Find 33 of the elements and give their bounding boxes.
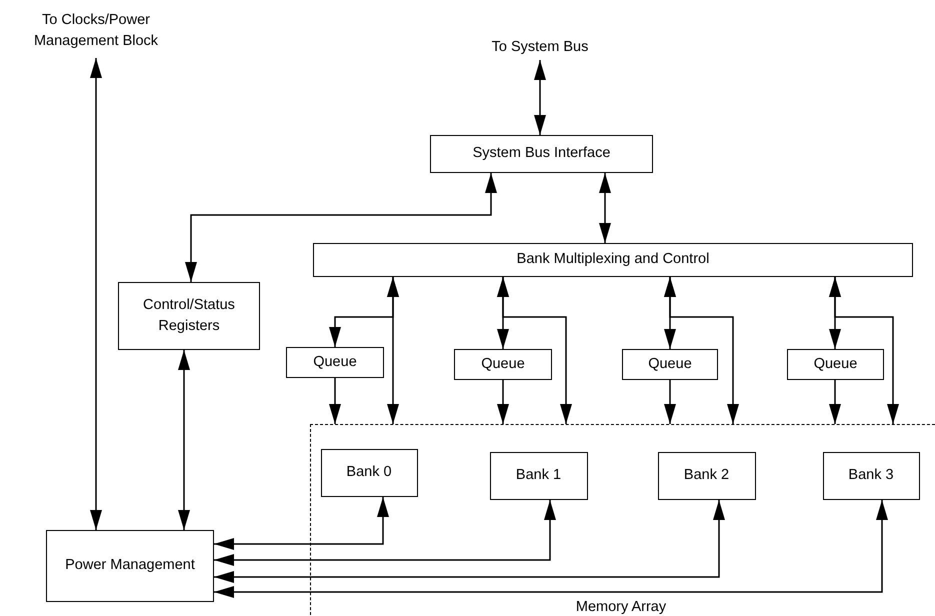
block-box: Control/Status Registers xyxy=(118,282,260,350)
arrow xyxy=(178,350,190,530)
block-box: Bank 3 xyxy=(822,452,920,500)
arrow xyxy=(329,378,341,424)
destination-label: To Clocks/Power Management Block xyxy=(18,4,174,58)
block-box: Bank 1 xyxy=(490,452,588,500)
region-label: Memory Array xyxy=(574,599,668,616)
block-box: Bank 2 xyxy=(658,452,756,500)
arrow xyxy=(497,277,572,424)
arrow xyxy=(829,277,899,424)
arrow xyxy=(664,380,676,424)
arrow xyxy=(214,500,888,598)
arrow xyxy=(387,277,399,424)
arrow xyxy=(497,380,509,424)
block-box: Queue xyxy=(454,349,552,380)
arrow xyxy=(534,60,546,135)
arrow xyxy=(214,500,725,583)
arrow xyxy=(214,497,389,550)
block-box: Queue xyxy=(622,349,718,380)
arrow xyxy=(664,277,739,424)
memory-array-region xyxy=(310,424,935,616)
block-box: Bank 0 xyxy=(320,448,418,496)
arrow xyxy=(829,380,841,424)
block-box: System Bus Interface xyxy=(430,135,653,173)
arrow xyxy=(599,173,611,243)
arrow xyxy=(214,500,556,566)
block-box: Bank Multiplexing and Control xyxy=(313,243,913,277)
arrow xyxy=(185,173,497,282)
block-box: Queue xyxy=(787,349,884,380)
arrow xyxy=(90,58,102,530)
destination-label: To System Bus xyxy=(462,36,618,60)
block-box: Power Management xyxy=(46,530,214,602)
block-box: Queue xyxy=(286,347,384,378)
